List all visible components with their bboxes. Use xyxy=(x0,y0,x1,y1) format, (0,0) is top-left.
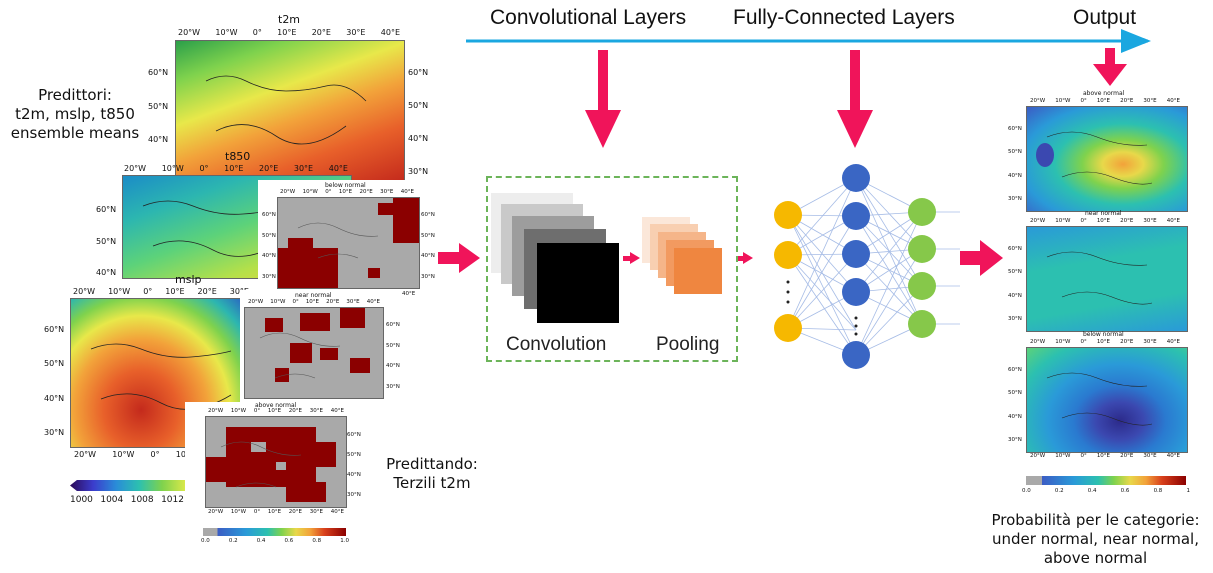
output-near-map xyxy=(1026,226,1188,332)
pool-layer-5 xyxy=(674,248,722,294)
output-above-title: above normal xyxy=(1083,90,1125,97)
mslp-lon-ticks-top: 20°W10°W0°10°E20°E30°E xyxy=(73,287,249,296)
down-arrow-output xyxy=(1093,48,1127,86)
output-below-coastlines xyxy=(1046,372,1153,426)
output-below-title: below normal xyxy=(1083,331,1124,338)
t2m-coastlines xyxy=(205,75,367,145)
input-neurons xyxy=(774,201,802,342)
cnn-dashed-box xyxy=(486,176,738,362)
output-description: Probabilità per le categorie: under norm… xyxy=(991,511,1200,567)
below-normal-map xyxy=(277,197,420,289)
hidden-ellipsis xyxy=(854,316,858,336)
below-normal-bottom-tick: 40°E xyxy=(402,291,416,297)
down-arrow-convolutional xyxy=(585,50,621,148)
fully-connected-network xyxy=(774,164,960,369)
convolution-label: Convolution xyxy=(506,334,607,355)
below-normal-cells xyxy=(278,198,419,288)
right-arrow-input xyxy=(437,243,480,273)
mslp-title: mslp xyxy=(175,273,202,286)
output-above-coastlines xyxy=(1036,131,1153,185)
input-ellipsis xyxy=(786,280,790,304)
header-convolutional-layers: Convolutional Layers xyxy=(490,6,687,29)
near-normal-title: near normal xyxy=(295,292,332,299)
t2m-title: t2m xyxy=(278,13,301,26)
output-neurons xyxy=(908,198,936,338)
t850-title: t850 xyxy=(225,150,251,163)
output-near-coastlines xyxy=(1046,251,1153,305)
below-normal-title: below normal xyxy=(325,182,366,189)
predictors-label: Predittori: t2m, mslp, t850 ensemble mea… xyxy=(10,86,140,142)
near-normal-cells xyxy=(259,308,370,382)
target-label: Predittando: Terzili t2m xyxy=(386,455,478,492)
right-arrow-cnn-out xyxy=(736,252,753,264)
above-normal-map xyxy=(205,416,347,508)
mslp-colorbar xyxy=(70,480,185,491)
down-arrow-fully-connected xyxy=(837,50,873,148)
output-above-map xyxy=(1026,106,1188,212)
output-below-map xyxy=(1026,347,1188,453)
near-normal-map xyxy=(244,307,384,399)
above-normal-cells xyxy=(206,427,336,502)
header-fully-connected-layers: Fully-Connected Layers xyxy=(733,6,955,29)
output-near-title: near normal xyxy=(1085,210,1122,217)
t2m-map xyxy=(175,40,405,182)
right-arrow-output xyxy=(960,240,1003,276)
conv-layer-5 xyxy=(537,243,619,323)
target-colorbar xyxy=(203,528,346,536)
right-arrow-conv-pool xyxy=(623,252,640,264)
output-colorbar xyxy=(1026,476,1186,485)
above-normal-title: above normal xyxy=(255,402,297,409)
pooling-label: Pooling xyxy=(656,334,720,355)
hidden-neurons xyxy=(842,164,870,369)
header-output: Output xyxy=(1073,6,1137,29)
